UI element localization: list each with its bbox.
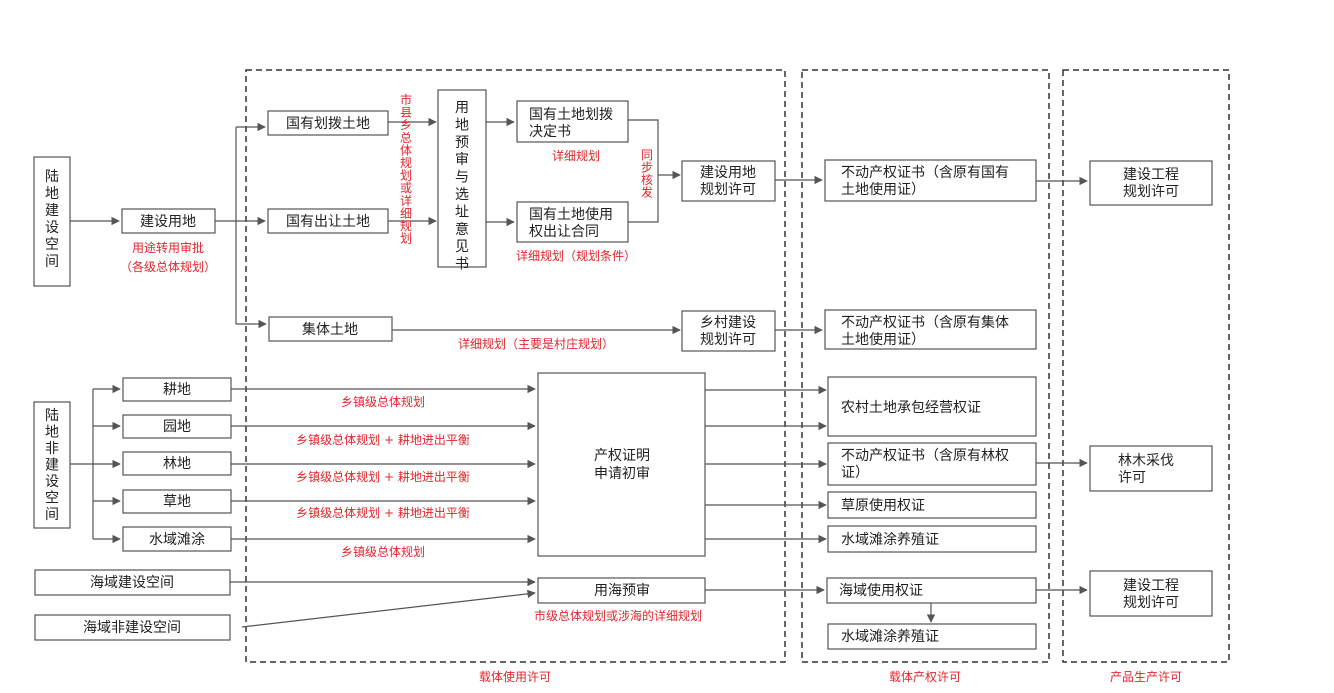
- property-cert-state-line-2: 土地使用证）: [841, 181, 925, 198]
- property-cert-state-line-1: 不动产权证书（含原有国有: [841, 165, 1009, 181]
- collective-land-node: 集体土地: [268, 316, 393, 342]
- state-transferred-land-node: 国有出让土地: [267, 208, 389, 234]
- transfer-contract-node: 国有土地使用 权出让合同: [516, 201, 629, 243]
- construction-land-permit-line-2: 规划许可: [700, 182, 756, 198]
- aquaculture-cert-1-label: 水域滩涂养殖证: [841, 531, 939, 548]
- construction-land-node: 建设用地: [121, 208, 216, 234]
- property-cert-forest-line-1: 不动产权证书（含原有林权: [841, 448, 1009, 464]
- township-plan-balance-annotation-1: 乡镇级总体规划 + 耕地进出平衡: [296, 432, 470, 447]
- property-cert-forest-node: 不动产权证书（含原有林权 证）: [827, 442, 1037, 486]
- product-production-region-label: 产品生产许可: [1110, 670, 1182, 684]
- detailed-plan-conditions-annotation: 详细规划（规划条件）: [516, 248, 636, 263]
- rural-construction-permit-node: 乡村建设 规划许可: [681, 310, 776, 352]
- land-construction-node: 陆地建设空间: [33, 156, 71, 287]
- aquaculture-cert-2-label: 水域滩涂养殖证: [841, 628, 939, 645]
- property-cert-forest-line-2: 证）: [841, 465, 869, 481]
- township-plan-annotation-2: 乡镇级总体规划: [341, 544, 425, 559]
- land-non-construction-label: 陆地非建设空间: [45, 408, 59, 523]
- logging-permit-node: 林木采伐 许可: [1089, 445, 1213, 492]
- land-non-construction-node: 陆地非建设空间: [33, 401, 71, 529]
- rural-construction-permit-line-2: 规划许可: [700, 332, 756, 348]
- sea-construction-node: 海域建设空间: [34, 569, 231, 596]
- property-cert-collective-node: 不动产权证书（含原有集体 土地使用证）: [824, 309, 1037, 350]
- property-right-review-line-2: 申请初审: [594, 465, 650, 482]
- forest-land-label: 林地: [163, 456, 191, 472]
- pre-review-label: 用地预审与选址意见书: [455, 100, 469, 273]
- garden-land-node: 园地: [122, 414, 232, 439]
- construction-land-permit-node: 建设用地 规划许可: [681, 160, 776, 202]
- forest-land-node: 林地: [122, 451, 232, 476]
- detailed-plan-annotation: 详细规划: [552, 148, 600, 163]
- construction-project-permit-2-node: 建设工程 规划许可: [1089, 570, 1213, 617]
- sea-pre-review-node: 用海预审: [537, 577, 706, 604]
- construction-project-permit-1-line-2: 规划许可: [1123, 184, 1179, 200]
- state-allocated-land-node: 国有划拨土地: [267, 110, 389, 136]
- property-cert-state-node: 不动产权证书（含原有国有 土地使用证）: [824, 159, 1037, 202]
- construction-land-label: 建设用地: [140, 214, 196, 230]
- logging-permit-line-1: 林木采伐: [1118, 453, 1174, 469]
- land-construction-label: 陆地建设空间: [45, 169, 59, 270]
- grass-land-label: 草地: [163, 494, 191, 510]
- property-cert-collective-line-2: 土地使用证）: [841, 331, 925, 348]
- sea-non-construction-label: 海域非建设空间: [83, 620, 181, 636]
- carrier-use-region-label: 载体使用许可: [479, 669, 551, 684]
- collective-land-label: 集体土地: [302, 321, 358, 338]
- pre-review-node: 用地预审与选址意见书: [437, 89, 487, 273]
- carrier-rights-region-label: 载体产权许可: [889, 670, 961, 684]
- rural-contract-cert-label: 农村土地承包经营权证: [841, 400, 981, 416]
- property-right-review-node: 产权证明 申请初审: [537, 372, 706, 557]
- state-transferred-land-label: 国有出让土地: [286, 214, 370, 230]
- aquaculture-cert-2-node: 水域滩涂养殖证: [827, 623, 1037, 650]
- general-plan-annotation: （各级总体规划）: [120, 259, 216, 274]
- water-beach-node: 水域滩涂: [122, 526, 232, 552]
- rural-construction-permit-line-1: 乡村建设: [700, 315, 756, 331]
- product-production-region: [1062, 69, 1230, 663]
- aquaculture-cert-1-node: 水域滩涂养殖证: [827, 525, 1037, 553]
- transfer-contract-line-1: 国有土地使用: [529, 206, 613, 223]
- construction-project-permit-1-line-1: 建设工程: [1123, 167, 1179, 183]
- sea-plan-annotation: 市级总体规划或涉海的详细规划: [534, 608, 702, 623]
- sea-use-cert-node: 海域使用权证: [826, 577, 1037, 604]
- construction-project-permit-1-node: 建设工程 规划许可: [1089, 160, 1213, 206]
- allocation-decision-node: 国有土地划拨 决定书: [516, 100, 629, 143]
- cultivated-land-node: 耕地: [122, 377, 232, 402]
- garden-land-label: 园地: [163, 419, 191, 435]
- detailed-plan-village-annotation: 详细规划（主要是村庄规划）: [458, 336, 614, 351]
- township-plan-balance-annotation-3: 乡镇级总体规划 + 耕地进出平衡: [296, 505, 470, 520]
- transfer-contract-line-2: 权出让合同: [529, 224, 599, 240]
- township-plan-annotation-1: 乡镇级总体规划: [341, 394, 425, 409]
- grassland-cert-label: 草原使用权证: [841, 497, 925, 514]
- property-cert-collective-line-1: 不动产权证书（含原有集体: [841, 314, 1009, 331]
- simultaneous-issue-annotation: 同步核发: [641, 148, 653, 200]
- carrier-use-region: [245, 69, 786, 663]
- logging-permit-line-2: 许可: [1118, 470, 1146, 486]
- construction-project-permit-2-line-1: 建设工程: [1123, 578, 1179, 594]
- carrier-rights-region: [801, 69, 1050, 663]
- sea-use-cert-label: 海域使用权证: [839, 582, 923, 599]
- water-beach-label: 水域滩涂: [149, 532, 205, 548]
- sea-non-construction-node: 海域非建设空间: [34, 614, 231, 641]
- city-county-plan-vertical: 市县乡总体规划或详细规划: [400, 92, 412, 246]
- state-allocated-land-label: 国有划拨土地: [286, 116, 370, 132]
- allocation-decision-line-1: 国有土地划拨: [529, 107, 613, 123]
- connectors: [70, 117, 1088, 628]
- cultivated-land-label: 耕地: [163, 381, 191, 398]
- grassland-cert-node: 草原使用权证: [827, 491, 1037, 519]
- rural-contract-cert-node: 农村土地承包经营权证: [827, 376, 1037, 437]
- property-right-review-line-1: 产权证明: [594, 448, 650, 464]
- sea-pre-review-label: 用海预审: [594, 583, 650, 599]
- construction-land-permit-line-1: 建设用地: [700, 165, 756, 181]
- township-plan-balance-annotation-2: 乡镇级总体规划 + 耕地进出平衡: [296, 469, 470, 484]
- sea-construction-label: 海域建设空间: [90, 575, 174, 591]
- use-conversion-annotation: 用途转用审批: [132, 240, 204, 255]
- construction-project-permit-2-line-2: 规划许可: [1123, 595, 1179, 611]
- grass-land-node: 草地: [122, 489, 232, 514]
- allocation-decision-line-2: 决定书: [529, 124, 571, 140]
